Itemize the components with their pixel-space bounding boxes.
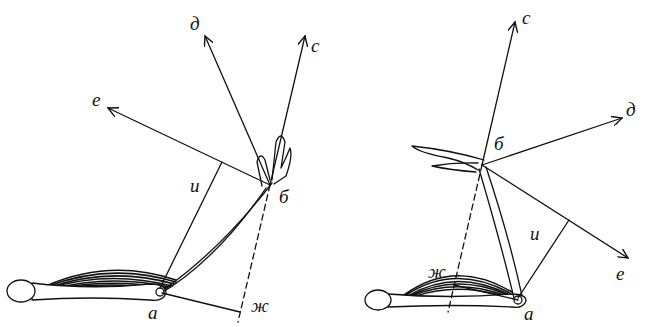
humerus: [32, 283, 166, 300]
vector: [482, 165, 628, 258]
humerus-head: [7, 280, 35, 302]
vector-letter: е: [616, 264, 624, 283]
vector-letter: ж: [251, 296, 269, 315]
lever-arm: [162, 293, 240, 312]
hand: [412, 146, 484, 170]
forearm: [479, 169, 514, 298]
vector-letter: и: [530, 224, 540, 243]
hand: [432, 163, 478, 172]
humerus: [388, 294, 526, 307]
vector-letter: б: [494, 134, 504, 153]
vector-letter: е: [92, 90, 100, 109]
forearm: [166, 183, 272, 288]
lever-arm: [454, 285, 518, 300]
vector-letter: б: [279, 187, 289, 206]
right-wing: [365, 22, 628, 312]
vector-letter: д: [626, 100, 636, 119]
vector-letter: и: [190, 176, 200, 195]
vector-letter: а: [148, 303, 158, 322]
dashed-line: [238, 185, 270, 322]
lever-arm: [160, 162, 222, 288]
vector-letter: с: [311, 36, 319, 55]
joint: [156, 288, 164, 296]
vector-letter: ж: [428, 262, 446, 281]
humerus-head: [365, 290, 391, 310]
forearm: [158, 188, 266, 295]
vector: [108, 108, 270, 185]
vector-letter: а: [524, 304, 534, 323]
vector: [482, 22, 515, 165]
vector: [205, 36, 270, 185]
vector: [482, 118, 622, 165]
left-wing: [7, 36, 305, 322]
hand: [272, 136, 291, 184]
lever-arm: [518, 220, 569, 298]
vector: [270, 36, 305, 185]
vector-letter: с: [522, 8, 530, 27]
vector-letter: д: [190, 14, 200, 33]
